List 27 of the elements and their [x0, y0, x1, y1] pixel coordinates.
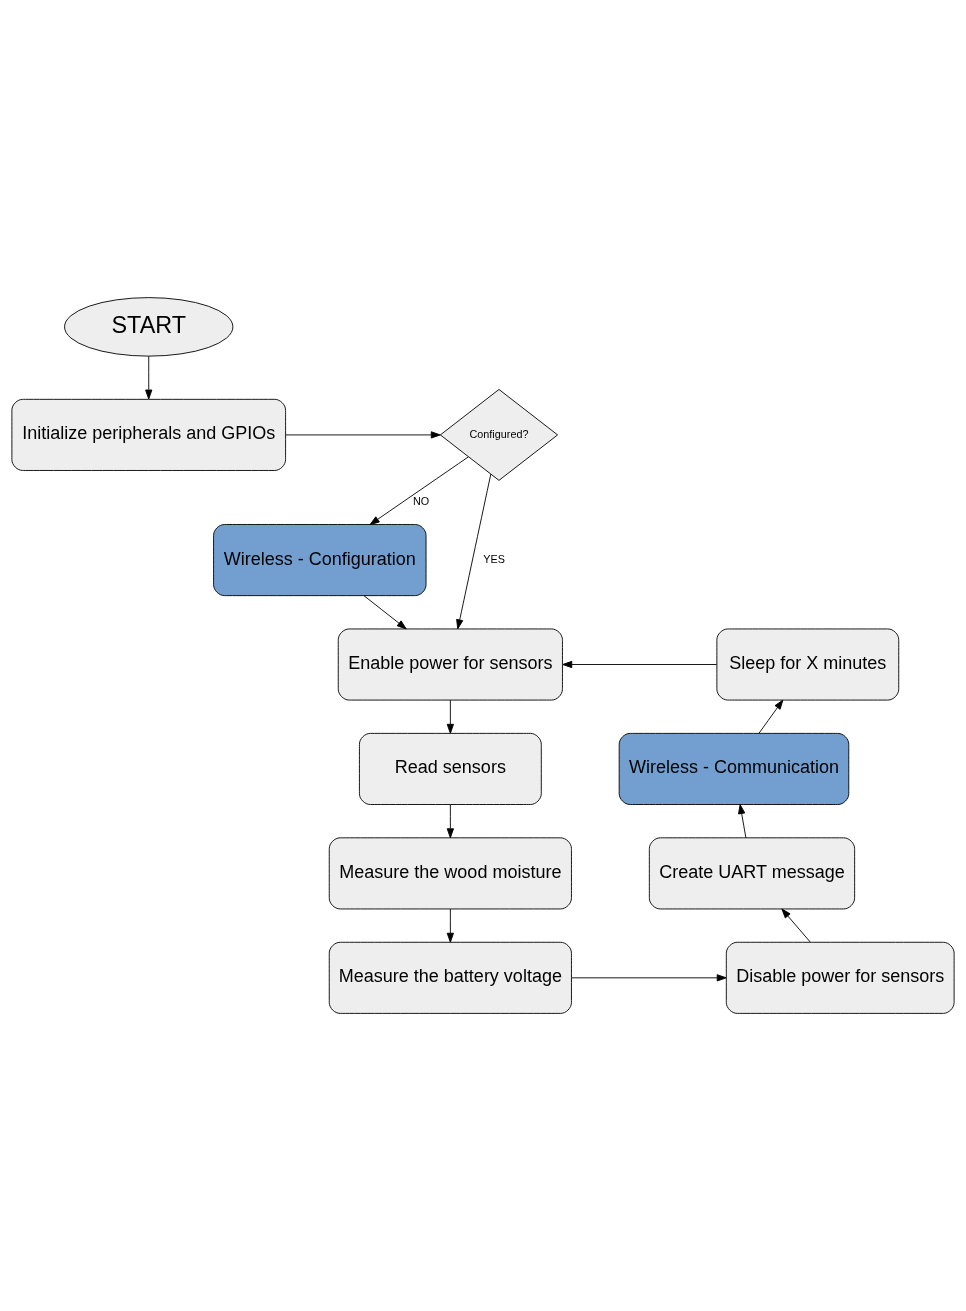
arrow: [369, 456, 469, 525]
arrow: [562, 660, 718, 669]
node-box: Wireless - Configuration: [213, 524, 427, 597]
node-box: Measure the wood moisture: [328, 837, 572, 910]
node-diamond: Configured?: [439, 389, 559, 481]
arrow: [781, 908, 811, 943]
node-box: Read sensors: [358, 732, 542, 805]
node-box: Measure the battery voltage: [328, 941, 572, 1014]
node-box: Sleep for X minutes: [716, 628, 900, 701]
arrow: [456, 473, 492, 630]
node-box: Initialize peripherals and GPIOs: [11, 398, 287, 471]
node-box: Disable power for sensors: [725, 941, 955, 1014]
arrow: [446, 908, 454, 943]
arrow: [446, 804, 454, 839]
arrow: [571, 974, 727, 982]
edge-label: NO: [413, 495, 430, 508]
node-box: Create UART message: [648, 837, 856, 910]
edge-label: YES: [483, 552, 505, 565]
arrow: [446, 699, 454, 734]
arrow: [363, 595, 407, 630]
node-box: Wireless - Communication: [618, 732, 850, 805]
arrow: [285, 431, 441, 439]
arrow: [738, 804, 747, 839]
arrow: [758, 699, 784, 734]
node-ellipse: START: [64, 297, 234, 357]
node-box: Enable power for sensors: [337, 628, 563, 701]
arrow: [145, 355, 153, 400]
